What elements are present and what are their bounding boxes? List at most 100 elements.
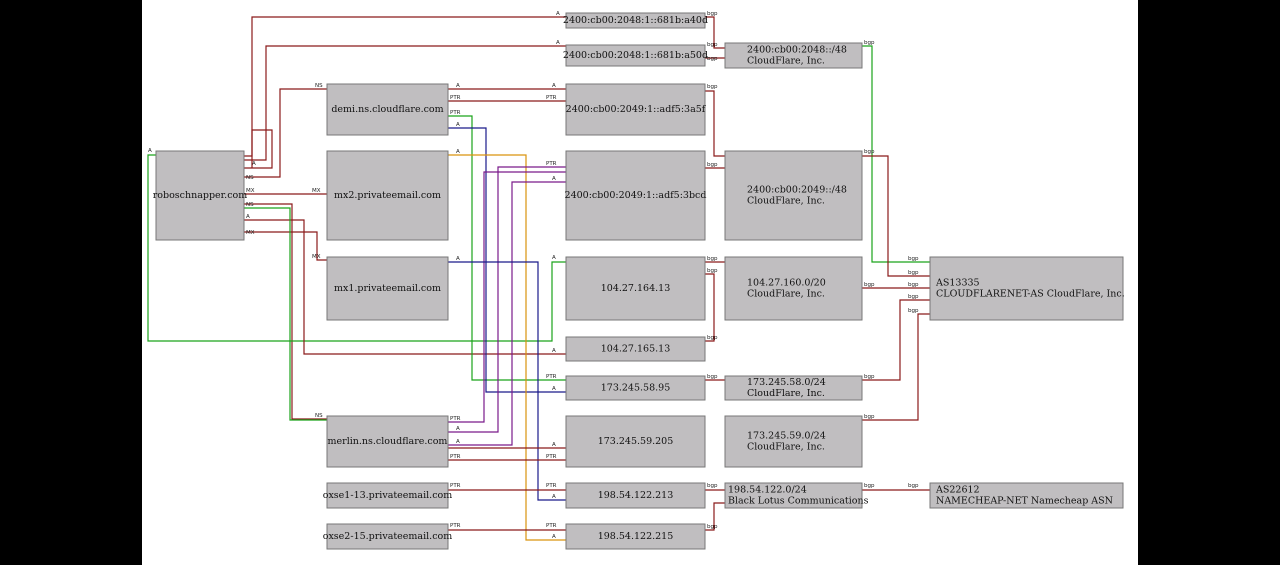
node-label: AS22612 — [935, 485, 980, 496]
edge-label: MX — [246, 230, 255, 236]
edge-label: A — [556, 40, 560, 46]
edge-label: bgp — [707, 162, 718, 168]
edge-label: A — [456, 426, 460, 432]
edge-label: PTR — [450, 454, 461, 460]
node-label: 104.27.164.13 — [601, 283, 671, 294]
node-box — [565, 12, 706, 29]
nodes: roboschnapper.com demi.ns.cloudflare.com m… — [153, 12, 1125, 550]
node-demi[interactable]: demi.ns.cloudflare.com — [326, 83, 449, 136]
edge-label: A — [552, 386, 556, 392]
node-box — [724, 150, 863, 241]
node-label: CloudFlare, Inc. — [747, 196, 825, 207]
edge — [448, 154, 566, 541]
node-robo[interactable]: roboschnapper.com — [153, 150, 248, 241]
edge-label: MX — [312, 254, 321, 260]
edge — [862, 155, 930, 277]
edge-label: A — [246, 214, 250, 220]
edge-label: A — [456, 149, 460, 155]
edge-label: bgp — [864, 414, 875, 420]
node-box — [326, 150, 449, 241]
edge-label: bgp — [707, 524, 718, 530]
node-box — [724, 375, 863, 401]
node-label: roboschnapper.com — [153, 190, 248, 201]
node-label: 173.245.59.0/24 — [747, 431, 826, 442]
node-ip6d[interactable]: 2400:cb00:2049:1::adf5:3bcd — [565, 150, 707, 241]
node-ip4a[interactable]: 104.27.164.13 — [565, 256, 706, 321]
edge — [448, 115, 566, 381]
edge-label: bgp — [864, 282, 875, 288]
node-box — [565, 256, 706, 321]
node-ip6c[interactable]: 2400:cb00:2049:1::adf5:3a5f — [565, 83, 707, 136]
node-ip4e[interactable]: 198.54.122.213 — [565, 482, 706, 509]
node-label: demi.ns.cloudflare.com — [331, 104, 443, 115]
edge-label: bgp — [908, 282, 919, 288]
edge-label: PTR — [450, 95, 461, 101]
node-ip4c[interactable]: 173.245.58.95 — [565, 375, 706, 401]
node-box — [929, 482, 1124, 509]
node-label: 2400:cb00:2049:1::adf5:3a5f — [566, 104, 707, 115]
edge-label: bgp — [707, 84, 718, 90]
node-box — [929, 256, 1124, 321]
edge — [705, 90, 725, 157]
node-box — [565, 375, 706, 401]
node-label: mx1.privateemail.com — [334, 283, 441, 294]
node-ip6b[interactable]: 2400:cb00:2048:1::681b:a50d — [563, 44, 708, 67]
edge — [862, 299, 930, 381]
node-mx2[interactable]: mx2.privateemail.com — [326, 150, 449, 241]
node-box — [326, 523, 449, 550]
node-label: Black Lotus Communications — [728, 496, 869, 507]
node-label: CloudFlare, Inc. — [747, 289, 825, 300]
edge-label: bgp — [908, 256, 919, 262]
node-label: CLOUDFLARENET-AS CloudFlare, Inc. — [936, 289, 1125, 300]
edge-label: PTR — [546, 523, 557, 529]
edge — [244, 203, 327, 420]
node-box — [724, 256, 863, 321]
node-box — [326, 256, 449, 321]
node-ip4b[interactable]: 104.27.165.13 — [565, 336, 706, 362]
node-box — [326, 482, 449, 509]
node-box — [724, 415, 863, 468]
edge — [448, 261, 566, 501]
node-box — [724, 42, 863, 69]
edge-label: A — [456, 256, 460, 262]
edge — [705, 273, 715, 342]
node-merlin[interactable]: merlin.ns.cloudflare.com — [326, 415, 449, 468]
edge-label: PTR — [546, 454, 557, 460]
node-label: CloudFlare, Inc. — [747, 56, 825, 67]
node-box — [565, 44, 706, 67]
node-ip4f[interactable]: 198.54.122.215 — [565, 523, 706, 550]
node-label: 198.54.122.215 — [598, 531, 674, 542]
edge-label: PTR — [450, 483, 461, 489]
node-mx1[interactable]: mx1.privateemail.com — [326, 256, 449, 321]
edge-label: bgp — [707, 11, 718, 17]
node-oxse1[interactable]: oxse1-13.privateemail.com — [323, 482, 453, 509]
node-label: 173.245.58.95 — [601, 383, 671, 394]
edge — [862, 45, 930, 263]
node-label: 2400:cb00:2049:1::adf5:3bcd — [565, 190, 707, 201]
edge-label: bgp — [707, 42, 718, 48]
edge-label: NS — [315, 83, 323, 89]
edge — [448, 166, 566, 433]
node-ip6a[interactable]: 2400:cb00:2048:1::681b:a40d — [563, 12, 708, 29]
node-ip4d[interactable]: 173.245.59.205 — [565, 415, 706, 468]
edge-label: bgp — [908, 270, 919, 276]
node-oxse2[interactable]: oxse2-15.privateemail.com — [323, 523, 453, 550]
node-label: 104.27.165.13 — [601, 344, 671, 355]
node-label: 2400:cb00:2049::/48 — [747, 185, 847, 196]
edge — [244, 207, 327, 421]
edge-label: A — [456, 122, 460, 128]
edge — [244, 45, 566, 161]
edge-label: A — [456, 83, 460, 89]
edge — [147, 154, 566, 342]
edge-label: A — [252, 161, 256, 167]
edge-label: bgp — [864, 149, 875, 155]
